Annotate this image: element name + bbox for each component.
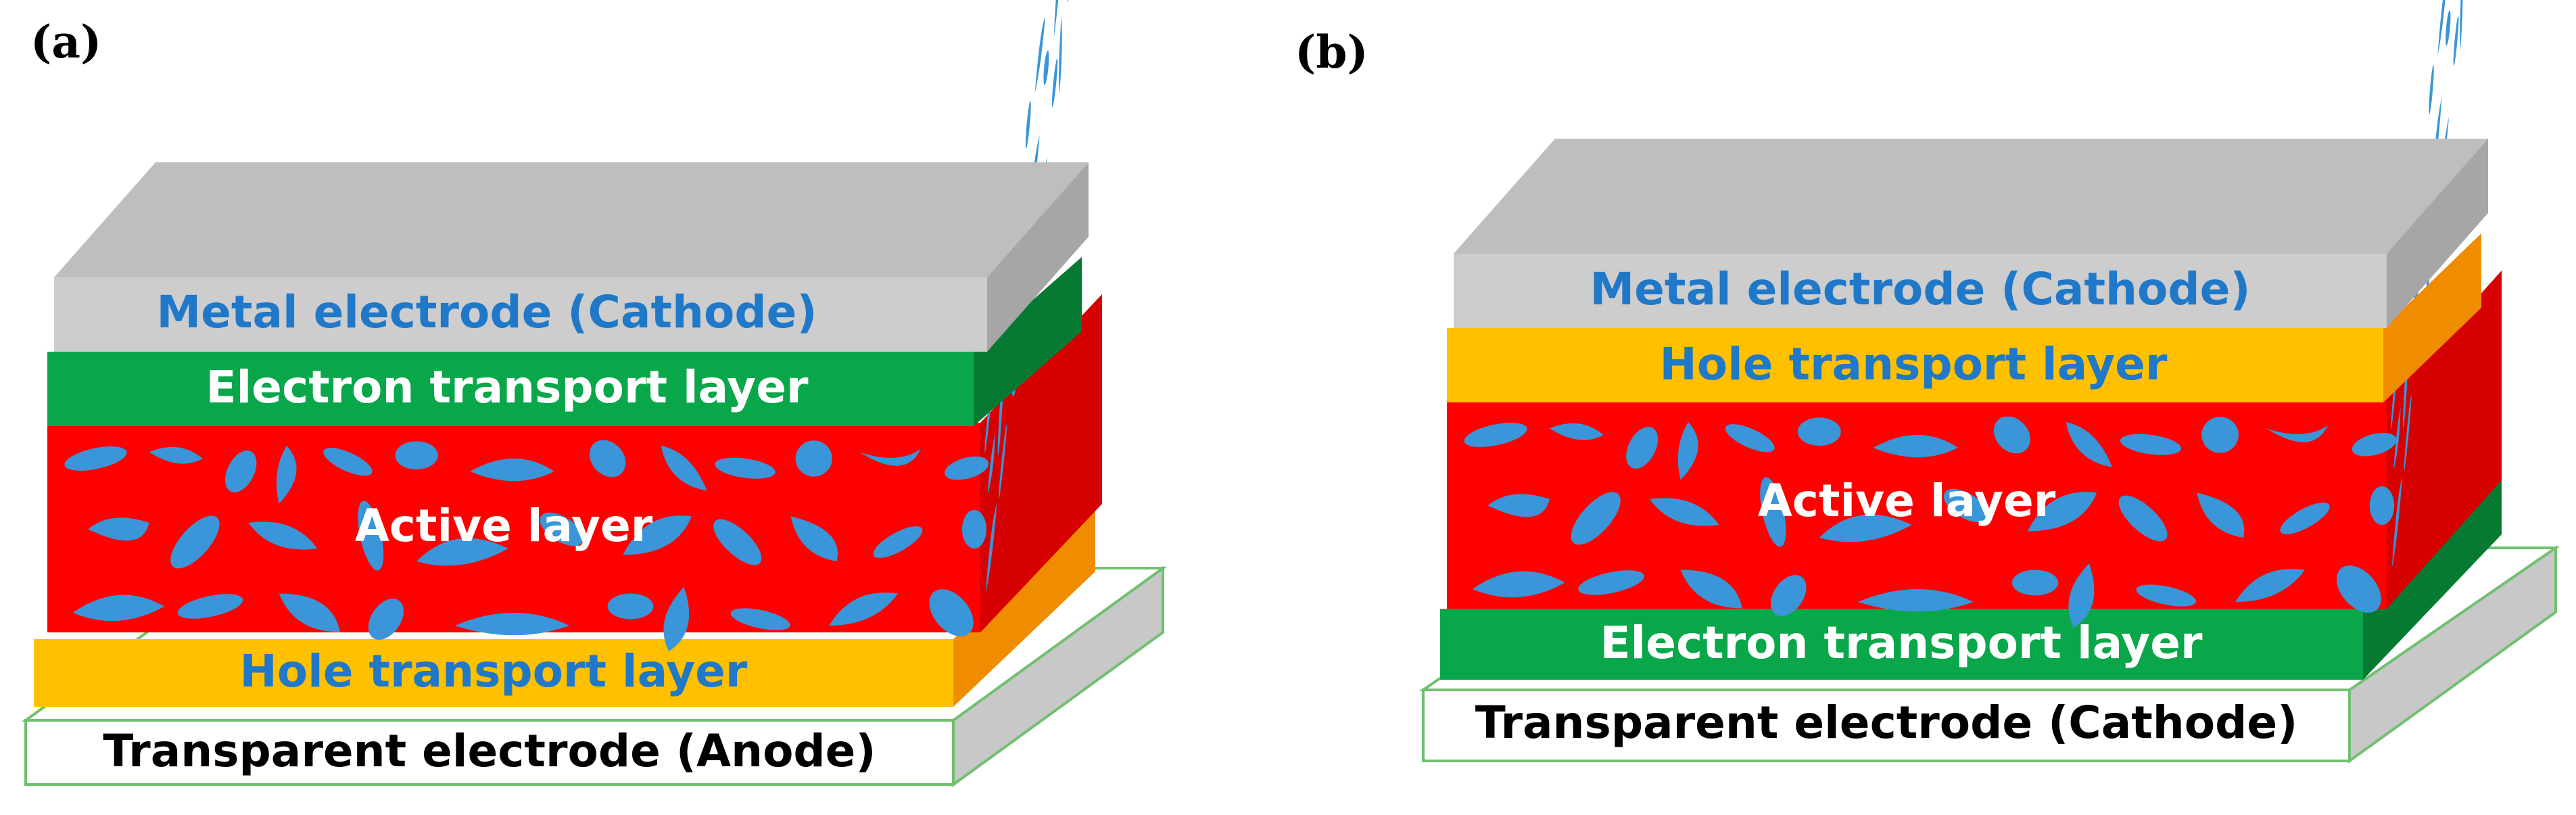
panel-a-lower-transport-layer: Hole transport layer xyxy=(34,504,1095,707)
panel-a-upper-transport-label: Electron transport layer xyxy=(206,361,808,413)
panel-a-metal-electrode: Metal electrode (Cathode) xyxy=(54,162,1089,352)
panel-a-label: (a) xyxy=(30,16,101,68)
panel-a-upper-transport-layer: Electron transport layer xyxy=(47,257,1082,426)
panel-b-metal-electrode-label: Metal electrode (Cathode) xyxy=(1590,263,2250,315)
panel-b-upper-transport-label: Hole transport layer xyxy=(1660,338,2168,390)
panel-a-active-layer: Active layer xyxy=(47,0,1102,651)
panel-b: (b) Transparent electrode (Cathode) Elec… xyxy=(1295,0,2560,764)
panel-a-metal-electrode-label: Metal electrode (Cathode) xyxy=(156,286,817,338)
panel-b-label: (b) xyxy=(1295,26,1368,78)
panel-a-active-layer-label: Active layer xyxy=(355,500,653,552)
panel-b-active-layer: Active layer xyxy=(1447,0,2502,628)
panel-b-active-layer-label: Active layer xyxy=(1758,475,2056,527)
panel-b-upper-transport-layer: Hole transport layer xyxy=(1447,233,2481,402)
panel-b-metal-electrode: Metal electrode (Cathode) xyxy=(1454,139,2488,328)
panel-a: (a) Transparent electrode (Anode) Hole t… xyxy=(21,0,1168,787)
panel-a-lower-transport-label: Hole transport layer xyxy=(240,645,748,697)
panel-b-transparent-electrode-label: Transparent electrode (Cathode) xyxy=(1475,697,2298,749)
panel-b-lower-transport-label: Electron transport layer xyxy=(1600,617,2202,669)
panel-a-transparent-electrode-label: Transparent electrode (Anode) xyxy=(103,725,876,777)
